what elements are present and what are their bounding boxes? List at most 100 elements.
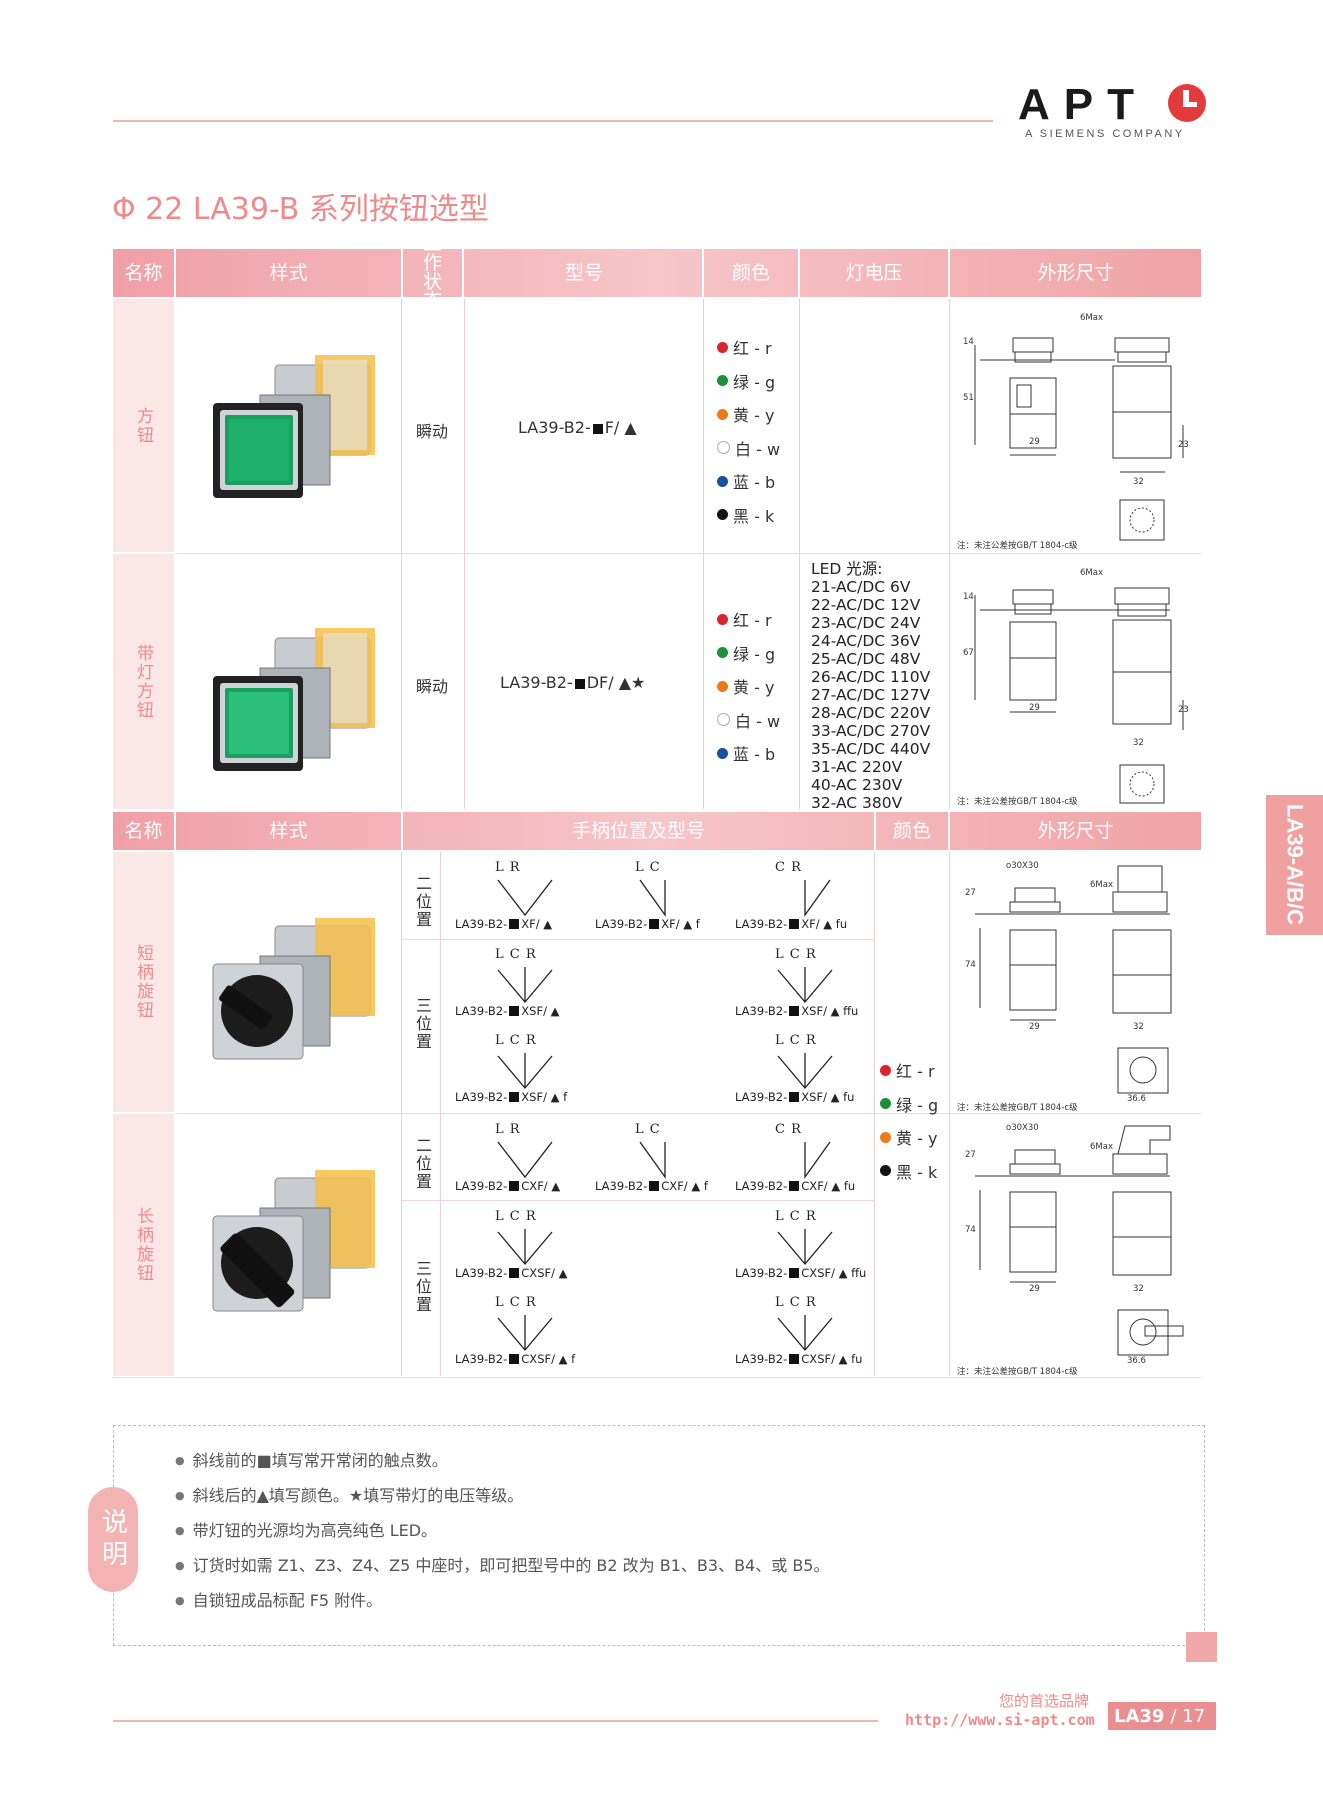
position-model: LA39-B2-XSF/ ▲ ffu xyxy=(735,1004,859,1018)
row2-dim-c: 29 xyxy=(1029,703,1040,713)
switch-position-icon xyxy=(777,1229,833,1266)
apt-logo: APT xyxy=(1018,80,1148,129)
switch-position-icon xyxy=(497,1229,553,1266)
voltage-item: 22-AC/DC 12V xyxy=(811,596,921,614)
row4-dim-d: 32 xyxy=(1133,1284,1144,1294)
color-label: 黄 - y xyxy=(733,406,775,425)
row1-model-suffix: F/ xyxy=(604,418,620,437)
row4-dimension-drawing xyxy=(975,1125,1184,1356)
position-label: L C R xyxy=(775,1033,817,1048)
color-dot-icon xyxy=(717,713,730,726)
divider xyxy=(949,299,950,809)
position-label: L C R xyxy=(495,1209,537,1224)
color-dot-icon xyxy=(717,341,728,353)
position-label: C R xyxy=(775,860,802,875)
lamp-square-button-image xyxy=(213,628,375,771)
color-dot-icon xyxy=(880,1165,891,1176)
contact-square-icon xyxy=(789,1092,800,1102)
position-model: LA39-B2-CXF/ ▲ fu xyxy=(735,1179,856,1193)
position-model: LA39-B2-XF/ ▲ f xyxy=(595,917,700,931)
position-model: LA39-B2-CXF/ ▲ xyxy=(455,1179,561,1193)
voltage-item: 40-AC 230V xyxy=(811,776,903,794)
color-label: 白 - w xyxy=(735,711,781,731)
color-label: 红 - r xyxy=(733,339,772,358)
th2-color: 颜色 xyxy=(876,812,950,850)
long-rotary-knob-image xyxy=(212,1170,375,1312)
color-option: 蓝 - b xyxy=(717,741,775,765)
contact-square-icon xyxy=(649,1181,660,1191)
row3-name: 短柄旋钮 xyxy=(133,944,153,1020)
note-item: 带灯钮的光源均为高亮纯色 LED。 xyxy=(175,1517,437,1541)
position-model: LA39-B2-CXSF/ ▲ f xyxy=(455,1352,576,1366)
row1-tolerance-note: 注：未注公差按GB/T 1804-c级 xyxy=(957,541,1078,551)
voltage-item: 32-AC 380V xyxy=(811,794,903,812)
footer-slogan: 您的首选品牌 xyxy=(999,1692,1090,1710)
color-label: 红 - r xyxy=(733,611,772,630)
position-model: LA39-B2-CXSF/ ▲ ffu xyxy=(735,1266,867,1280)
contact-square-icon xyxy=(649,919,660,929)
color-option: 白 - w xyxy=(717,708,780,732)
position-label: L C xyxy=(635,1122,661,1137)
row3-tolerance-note: 注：未注公差按GB/T 1804-c级 xyxy=(957,1103,1078,1113)
position-label: L C R xyxy=(495,947,537,962)
th-model: 型号 xyxy=(466,249,704,297)
row3-two-pos: 二位置 xyxy=(413,875,432,929)
divider xyxy=(703,299,704,809)
table1-header: 名称 样式 工作状态 型号 颜色 灯电压 外形尺寸 xyxy=(113,235,1201,311)
page-label: LA39 xyxy=(1114,1705,1165,1727)
th-name: 名称 xyxy=(113,249,176,297)
footer-url-link[interactable]: http://www.si-apt.com xyxy=(905,1711,1095,1729)
voltage-item: 28-AC/DC 220V xyxy=(811,704,931,722)
color-label: 白 - w xyxy=(735,439,781,459)
footer-rule xyxy=(113,1720,878,1722)
color-option: 黑 - k xyxy=(717,503,774,527)
row3-three-pos: 三位置 xyxy=(413,997,432,1051)
divider xyxy=(401,852,402,1376)
color-option: 蓝 - b xyxy=(717,469,775,493)
row1-model: LA39-B2-F/ ▲ xyxy=(518,418,637,437)
color-dot-icon xyxy=(880,1131,891,1143)
row1-dim-a: 14 xyxy=(963,337,974,347)
th-color: 颜色 xyxy=(704,249,800,297)
square-button-image xyxy=(213,355,375,498)
color-option: 黄 - y xyxy=(717,402,774,426)
row3-dim-a: 27 xyxy=(965,888,976,898)
row2-model-prefix: LA39-B2- xyxy=(500,673,573,692)
row4-name: 长柄旋钮 xyxy=(133,1207,153,1283)
row1-name-cell: 方钮 xyxy=(113,299,174,552)
voltage-item: 25-AC/DC 48V xyxy=(811,650,921,668)
row1-dim-b: 51 xyxy=(963,393,974,403)
voltage-item: 35-AC/DC 440V xyxy=(811,740,931,758)
switch-position-icon xyxy=(639,1141,666,1180)
divider xyxy=(401,1200,874,1201)
row4-three-pos: 三位置 xyxy=(413,1260,432,1314)
contact-square-icon xyxy=(592,424,603,434)
color-dot-icon xyxy=(717,509,728,520)
color-label: 黑 - k xyxy=(896,1162,938,1182)
position-label: L R xyxy=(495,860,521,875)
position-label: L C R xyxy=(495,1295,537,1310)
th-style: 样式 xyxy=(176,249,403,297)
color-dot-icon xyxy=(717,680,728,692)
row4-two-pos: 二位置 xyxy=(413,1137,432,1191)
switch-position-icon xyxy=(497,879,553,917)
contact-square-icon xyxy=(509,919,520,929)
notes-tag: 说明 xyxy=(88,1487,138,1592)
voltage-item: 23-AC/DC 24V xyxy=(811,614,921,632)
color-dot-icon xyxy=(717,647,728,658)
row1-state: 瞬动 xyxy=(416,422,449,441)
row4-dim-top: o30X30 xyxy=(1006,1123,1039,1133)
logo-subtitle: A SIEMENS COMPANY xyxy=(1025,128,1185,140)
contact-square-icon xyxy=(509,1006,520,1016)
divider xyxy=(949,852,950,1376)
row1-dimension-drawing xyxy=(974,337,1184,541)
position-label: L C R xyxy=(495,1033,537,1048)
contact-square-icon xyxy=(574,679,585,689)
color-dot-icon xyxy=(717,475,728,487)
side-tab[interactable]: LA39-A/B/C xyxy=(1266,795,1323,935)
note-item: 订货时如需 Z1、Z3、Z4、Z5 中座时，即可把型号中的 B2 改为 B1、B… xyxy=(175,1552,830,1576)
color-dot-icon xyxy=(717,441,730,454)
row4-tolerance-note: 注：未注公差按GB/T 1804-c级 xyxy=(957,1367,1078,1377)
row3-dim-top: o30X30 xyxy=(1006,861,1039,871)
switch-position-icon xyxy=(777,1315,833,1352)
